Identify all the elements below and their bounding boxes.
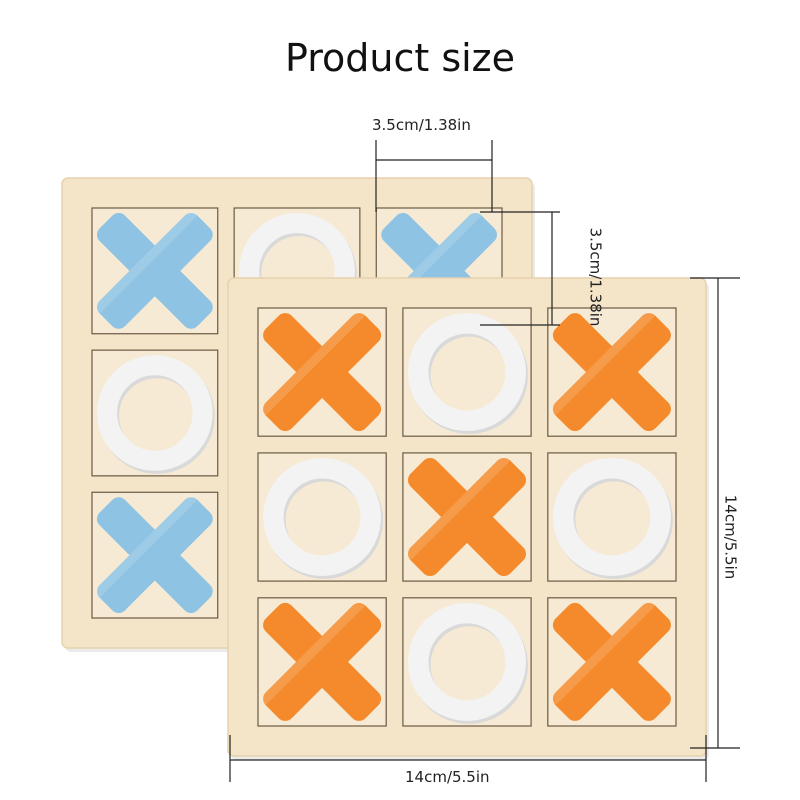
o-piece (408, 602, 528, 724)
product-size-title: Product size (284, 36, 516, 80)
o-piece (408, 313, 528, 435)
x-piece (94, 494, 213, 614)
o-piece (263, 458, 384, 579)
x-piece (549, 310, 671, 432)
x-piece (549, 599, 671, 721)
x-piece (94, 210, 213, 329)
x-piece (260, 599, 382, 721)
dimension-lines (229, 140, 740, 782)
o-piece (552, 458, 673, 579)
board-width-label: 14cm/5.5in (405, 768, 490, 786)
front-board (227, 277, 709, 760)
x-piece (405, 455, 527, 577)
x-piece (260, 310, 382, 432)
board-height-label: 14cm/5.5in (721, 494, 740, 580)
o-piece (97, 355, 215, 474)
cell-size-vertical-label: 3.5cm/1.38in (586, 227, 605, 327)
cell-size-label: 3.5cm/1.38in (372, 116, 471, 134)
